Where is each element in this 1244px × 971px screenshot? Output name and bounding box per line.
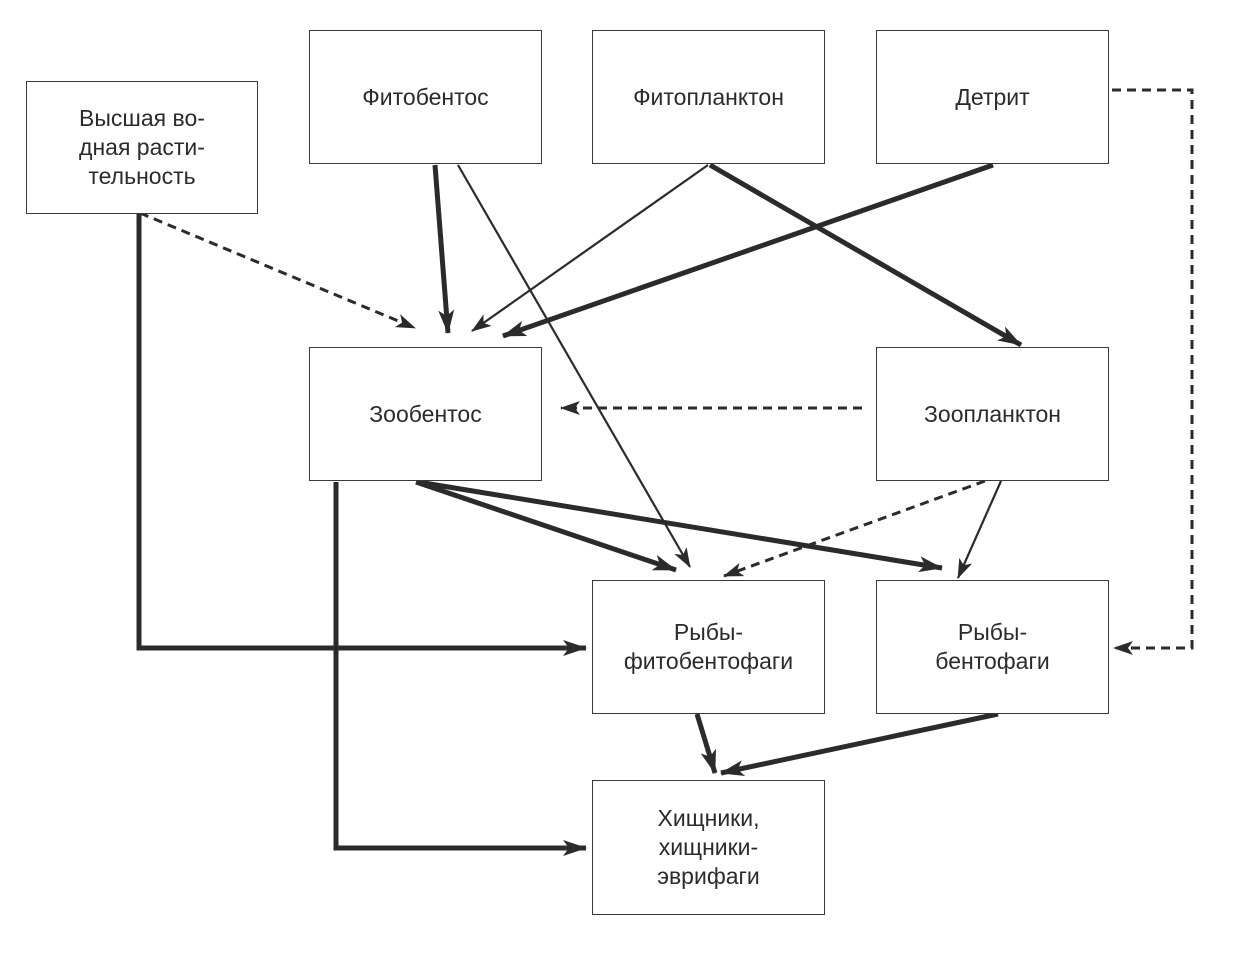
node-phytobenthophage-fish: Рыбы- фитобентофаги	[592, 580, 825, 714]
node-label: Высшая во- дная расти- тельность	[79, 105, 205, 189]
node-label: Фитобентос	[362, 83, 489, 110]
edge-phytobenthos-phytobenthophage-fish	[457, 164, 691, 568]
node-label: Детрит	[955, 83, 1030, 110]
node-label: Рыбы- бентофаги	[935, 619, 1050, 674]
node-label: Фитопланктон	[633, 83, 784, 110]
edge-phytoplankton-zoobenthos	[471, 164, 709, 332]
edge-phytobenthos-zoobenthos	[432, 164, 455, 334]
node-detritus: Детрит	[876, 30, 1109, 164]
edge-zoobenthos-benthophage-fish	[417, 479, 943, 573]
node-label: Зообентос	[369, 400, 482, 427]
node-benthophage-fish: Рыбы- бентофаги	[876, 580, 1109, 714]
node-zoobenthos: Зообентос	[309, 347, 542, 481]
edge-zooplankton-benthophage-fish	[956, 480, 1003, 579]
node-label: Зоопланктон	[924, 400, 1061, 427]
edge-macrophytes-phytobenthophage-fish	[136, 213, 587, 656]
node-macrophytes: Высшая во- дная расти- тельность	[26, 81, 258, 214]
node-predators: Хищники, хищники- эврифаги	[592, 780, 825, 915]
node-label: Рыбы- фитобентофаги	[623, 619, 794, 674]
node-label: Хищники, хищники- эврифаги	[657, 805, 760, 889]
node-phytobenthos: Фитобентос	[309, 30, 542, 164]
edge-detritus-zoobenthos	[502, 162, 994, 339]
edge-benthophage-fish-predators	[720, 711, 999, 777]
edge-zooplankton-phytobenthophage-fish	[723, 479, 986, 578]
node-zooplankton: Зоопланктон	[876, 347, 1109, 481]
edge-phytobenthophage-fish-predators	[694, 713, 718, 774]
node-phytoplankton: Фитопланктон	[592, 30, 825, 164]
edge-macrophytes-zoobenthos	[139, 211, 416, 330]
edge-zoobenthos-phytobenthophage-fish	[415, 479, 677, 573]
edge-zoobenthos-predators	[333, 482, 587, 856]
edge-phytoplankton-zooplankton	[708, 162, 1023, 348]
edge-detritus-benthophage-fish	[1112, 88, 1194, 655]
